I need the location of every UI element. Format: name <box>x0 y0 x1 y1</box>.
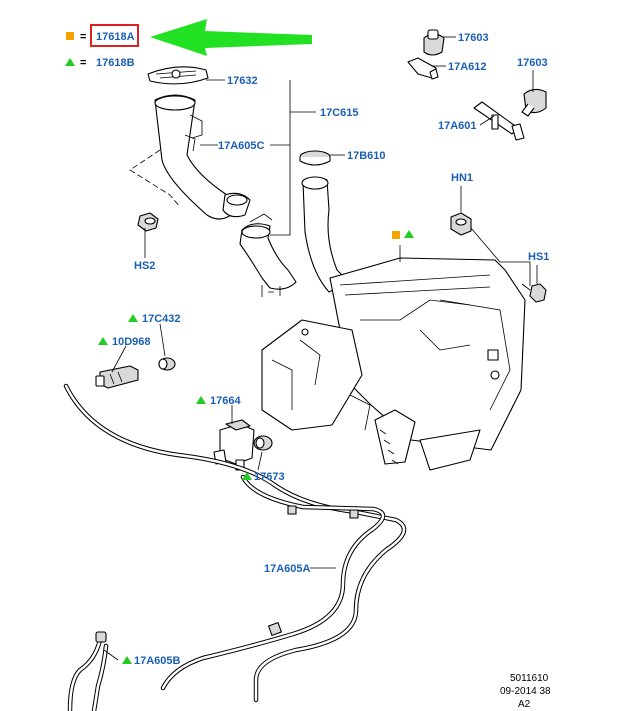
label-marker-triangle-icon <box>128 314 138 322</box>
filler-neck <box>129 66 251 220</box>
label-hs2[interactable]: HS2 <box>134 260 155 272</box>
label-17673[interactable]: 17673 <box>254 471 285 483</box>
washer-reservoir <box>261 257 526 471</box>
label-17664[interactable]: 17664 <box>210 395 241 407</box>
fasteners <box>137 212 547 303</box>
reservoir-inlet-tube <box>301 176 350 293</box>
hose-17a605b <box>67 631 109 711</box>
green-arrow-icon <box>150 19 312 56</box>
label-17c432[interactable]: 17C432 <box>142 313 181 325</box>
washer-pump <box>213 419 273 471</box>
label-marker-triangle-icon <box>122 656 132 664</box>
label-17603-top[interactable]: 17603 <box>458 32 489 44</box>
label-marker-triangle-icon <box>404 230 414 238</box>
label-marker-triangle-icon <box>196 396 206 404</box>
label-17b610[interactable]: 17B610 <box>347 150 386 162</box>
label-marker-square-icon <box>392 231 400 239</box>
highlight-box <box>90 24 139 47</box>
nozzle-assembly <box>407 29 547 141</box>
part-labels: 17603 17A612 17603 17A601 17632 17C615 1… <box>98 32 549 667</box>
legend-code-square[interactable]: 17618A <box>96 31 135 43</box>
legend-equals-2: = <box>80 57 86 69</box>
grommet-17b610 <box>299 150 331 166</box>
label-marker-triangle-icon <box>98 337 108 345</box>
legend: = 17618A = 17618B <box>65 19 312 69</box>
footer: 5011610 09-2014 38 A2 <box>500 673 551 710</box>
legend-code-triangle[interactable]: 17618B <box>96 57 135 69</box>
legend-equals: = <box>80 31 86 43</box>
footer-date: 09-2014 38 <box>500 686 551 697</box>
label-marker-triangle-icon <box>242 472 252 480</box>
label-17632[interactable]: 17632 <box>227 75 258 87</box>
label-17a605b[interactable]: 17A605B <box>134 655 181 667</box>
hose-17a605a <box>63 383 407 703</box>
footer-sheet: A2 <box>518 699 531 710</box>
label-17a601[interactable]: 17A601 <box>438 120 477 132</box>
level-sensor <box>95 357 176 389</box>
label-10d968[interactable]: 10D968 <box>112 336 151 348</box>
elbow-hose <box>239 213 297 297</box>
footer-ref: 5011610 <box>510 673 549 684</box>
label-17603-right[interactable]: 17603 <box>517 57 548 69</box>
label-17a605c[interactable]: 17A605C <box>218 140 265 152</box>
label-hs1[interactable]: HS1 <box>528 251 549 263</box>
legend-square-icon <box>66 32 74 40</box>
label-17a612[interactable]: 17A612 <box>448 61 487 73</box>
label-17c615[interactable]: 17C615 <box>320 107 359 119</box>
label-17a605a[interactable]: 17A605A <box>264 563 311 575</box>
label-hn1[interactable]: HN1 <box>451 172 473 184</box>
legend-triangle-icon <box>65 58 75 66</box>
leader-lines <box>103 36 538 661</box>
